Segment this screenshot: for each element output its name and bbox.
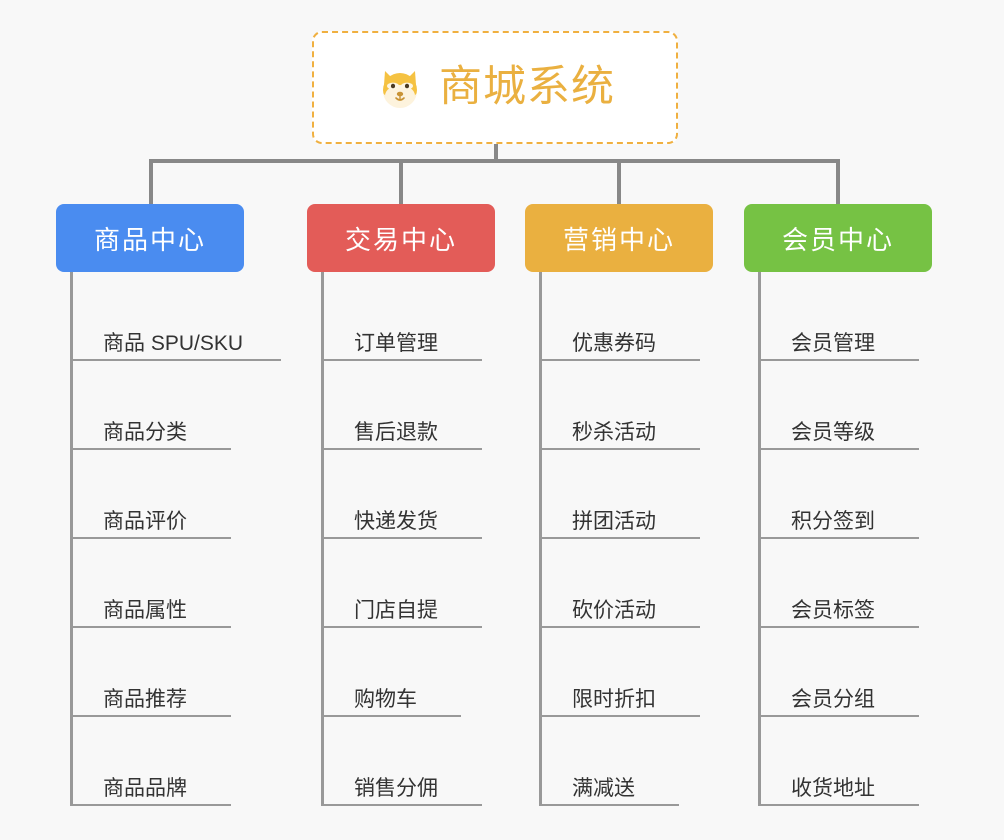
leaf-item[interactable]: 限时折扣 (542, 628, 713, 717)
leaf-item-label: 积分签到 (791, 509, 875, 533)
leaf-item-underline (73, 626, 231, 628)
leaf-item[interactable]: 门店自提 (324, 539, 495, 628)
leaf-item[interactable]: 销售分佣 (324, 717, 495, 806)
leaf-item-underline (73, 448, 231, 450)
leaf-item-label: 砍价活动 (572, 598, 656, 622)
category-column-4: 会员中心会员管理会员等级积分签到会员标签会员分组收货地址 (744, 204, 932, 806)
leaf-list: 订单管理售后退款快递发货门店自提购物车销售分佣 (321, 272, 495, 806)
leaf-item-underline (73, 715, 231, 717)
leaf-list: 会员管理会员等级积分签到会员标签会员分组收货地址 (758, 272, 932, 806)
connector-root-stem (494, 144, 498, 162)
leaf-item[interactable]: 商品品牌 (73, 717, 244, 806)
leaf-item[interactable]: 商品 SPU/SKU (73, 272, 281, 361)
leaf-item[interactable]: 会员等级 (761, 361, 932, 450)
category-label: 交易中心 (344, 224, 457, 255)
leaf-item[interactable]: 会员标签 (761, 539, 932, 628)
category-column-1: 商品中心商品 SPU/SKU 商品分类商品评价商品属性商品推荐商品品牌 (56, 204, 281, 806)
leaf-item[interactable]: 满减送 (542, 717, 713, 806)
leaf-item-underline (761, 359, 919, 361)
leaf-item[interactable]: 快递发货 (324, 450, 495, 539)
leaf-item-underline (542, 626, 700, 628)
leaf-item-label: 销售分佣 (354, 776, 438, 800)
leaf-item-label: 商品推荐 (103, 687, 187, 711)
root-node-title: 商城系统 (439, 63, 615, 111)
leaf-item-label: 商品品牌 (103, 776, 187, 800)
leaf-item[interactable]: 收货地址 (761, 717, 932, 806)
leaf-item-label: 拼团活动 (572, 509, 656, 533)
leaf-item-underline (324, 537, 482, 539)
leaf-item-label: 门店自提 (354, 598, 438, 622)
leaf-item-label: 订单管理 (354, 331, 438, 355)
leaf-item-underline (542, 537, 700, 539)
leaf-item-label: 收货地址 (791, 776, 875, 800)
leaf-item[interactable]: 优惠券码 (542, 272, 713, 361)
leaf-item-underline (324, 626, 482, 628)
leaf-item[interactable]: 商品推荐 (73, 628, 244, 717)
leaf-item[interactable]: 购物车 (324, 628, 495, 717)
category-label: 商品中心 (93, 224, 206, 255)
leaf-item-underline (761, 804, 919, 806)
leaf-item[interactable]: 积分签到 (761, 450, 932, 539)
leaf-item-label: 会员分组 (791, 687, 875, 711)
leaf-item[interactable]: 商品评价 (73, 450, 244, 539)
leaf-item-label: 会员管理 (791, 331, 875, 355)
leaf-item-label: 秒杀活动 (572, 420, 656, 444)
category-box[interactable]: 会员中心 (744, 204, 932, 272)
leaf-list: 优惠券码秒杀活动拼团活动砍价活动限时折扣满减送 (539, 272, 713, 806)
leaf-item-underline (542, 715, 700, 717)
category-column-3: 营销中心优惠券码秒杀活动拼团活动砍价活动限时折扣满减送 (525, 204, 713, 806)
leaf-item-underline (324, 715, 461, 717)
leaf-item-label: 满减送 (572, 776, 635, 800)
leaf-item-label: 快递发货 (354, 509, 438, 533)
leaf-item-label: 限时折扣 (572, 687, 656, 711)
connector-drop-3 (617, 159, 621, 206)
leaf-item-underline (324, 448, 482, 450)
category-box[interactable]: 营销中心 (525, 204, 713, 272)
leaf-item[interactable]: 秒杀活动 (542, 361, 713, 450)
leaf-item-underline (761, 626, 919, 628)
connector-horizontal-bus (149, 159, 840, 163)
leaf-item-underline (761, 448, 919, 450)
leaf-item-underline (324, 359, 482, 361)
shiba-dog-face-icon (375, 63, 425, 113)
leaf-item-label: 优惠券码 (572, 331, 656, 355)
leaf-item-label: 售后退款 (354, 420, 438, 444)
category-box[interactable]: 商品中心 (56, 204, 244, 272)
leaf-item-underline (324, 804, 482, 806)
leaf-item-underline (542, 448, 700, 450)
leaf-item-underline (73, 804, 231, 806)
leaf-item[interactable]: 商品分类 (73, 361, 244, 450)
leaf-item-underline (73, 537, 231, 539)
leaf-item-underline (73, 359, 281, 361)
connector-drop-2 (399, 159, 403, 206)
leaf-item-label: 会员标签 (791, 598, 875, 622)
category-box[interactable]: 交易中心 (307, 204, 495, 272)
leaf-item-label: 商品属性 (103, 598, 187, 622)
leaf-list: 商品 SPU/SKU 商品分类商品评价商品属性商品推荐商品品牌 (70, 272, 281, 806)
leaf-item[interactable]: 商品属性 (73, 539, 244, 628)
leaf-item-underline (761, 715, 919, 717)
leaf-item-label: 购物车 (354, 687, 417, 711)
leaf-item[interactable]: 订单管理 (324, 272, 495, 361)
leaf-item[interactable]: 会员管理 (761, 272, 932, 361)
leaf-item[interactable]: 会员分组 (761, 628, 932, 717)
leaf-item-underline (542, 359, 700, 361)
category-column-2: 交易中心订单管理售后退款快递发货门店自提购物车销售分佣 (307, 204, 495, 806)
leaf-item[interactable]: 拼团活动 (542, 450, 713, 539)
connector-drop-4 (836, 159, 840, 206)
leaf-item-label: 会员等级 (791, 420, 875, 444)
leaf-item[interactable]: 砍价活动 (542, 539, 713, 628)
leaf-item-label: 商品分类 (103, 420, 187, 444)
leaf-item-label: 商品 SPU/SKU (103, 331, 244, 355)
leaf-item-underline (542, 804, 679, 806)
category-label: 营销中心 (562, 224, 675, 255)
category-label: 会员中心 (781, 224, 894, 255)
connector-drop-1 (149, 159, 153, 206)
leaf-item-underline (761, 537, 919, 539)
leaf-item[interactable]: 售后退款 (324, 361, 495, 450)
leaf-item-label: 商品评价 (103, 509, 187, 533)
root-node-mall-system[interactable]: 商城系统 (312, 31, 678, 144)
